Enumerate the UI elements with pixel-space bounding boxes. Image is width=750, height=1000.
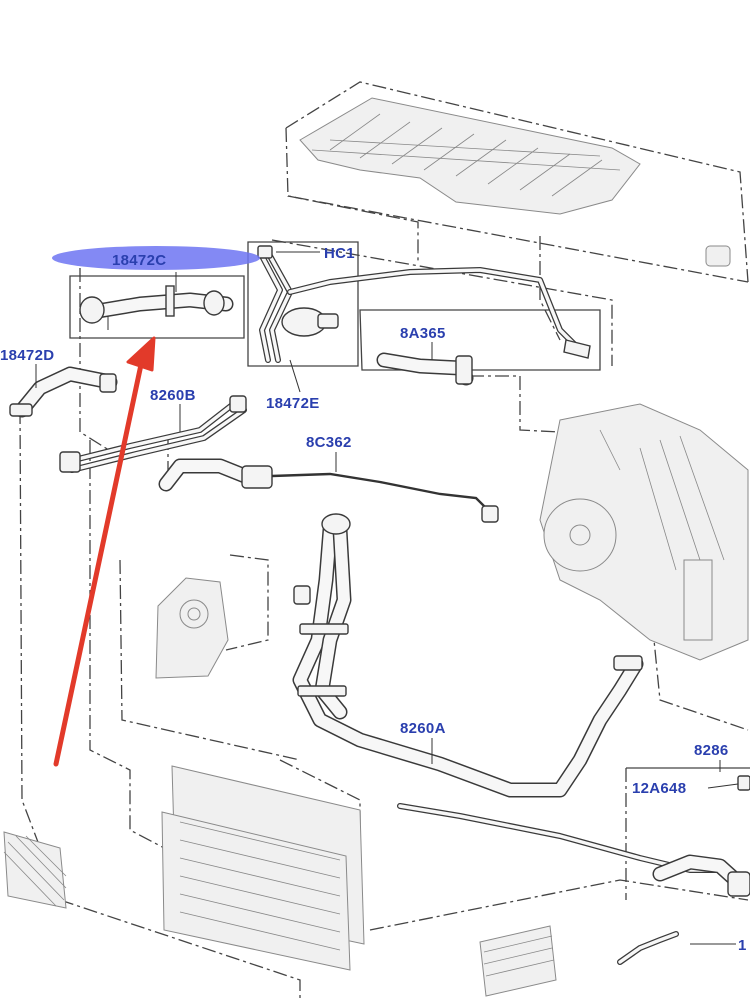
part-18472d (9, 366, 118, 418)
box-8a365 (359, 309, 601, 371)
part-hc1 (257, 245, 591, 363)
hose-18472d-bracket (9, 403, 33, 417)
manifold-body (299, 97, 641, 215)
part-8c362 (158, 458, 499, 523)
outline-intake-drop (287, 195, 419, 262)
trans-cooler-fins (483, 935, 555, 977)
thermostat-housing (155, 577, 229, 679)
return-pipes (397, 775, 750, 965)
outline-8a365-leader (470, 375, 561, 433)
outline-bottom-right (369, 879, 749, 931)
outline-intake-drop-right (539, 236, 561, 341)
radiator-fins (179, 821, 341, 951)
trans-cooler (479, 925, 557, 997)
engine-block (539, 403, 749, 661)
hose-8260a-tee (293, 585, 311, 605)
part-18472c (79, 285, 234, 330)
highlight-18472c (52, 246, 260, 270)
callout-8260b[interactable]: 8260B (150, 387, 196, 404)
leader-lines (35, 251, 739, 945)
manifold-rails (311, 139, 621, 171)
oil-cooler-mesh (3, 835, 67, 907)
box-18472c (69, 275, 245, 339)
callout-labels: 18472C HC1 18472D 8A365 8260B 18472E 8C3… (0, 245, 747, 954)
hose-8260a-clamp-b (297, 685, 347, 697)
hose-8c362-connector (241, 465, 273, 489)
hose-8a365-end (455, 355, 473, 385)
oil-cooler-left (3, 831, 67, 909)
trans-cooler-body (479, 925, 557, 997)
outline-intake-top (285, 81, 749, 283)
arrow-head (126, 336, 156, 372)
pipe-18472e-end (563, 339, 591, 359)
tube-8c362-end (481, 505, 499, 523)
callout-hc1[interactable]: HC1 (324, 245, 355, 262)
engine-ribs (599, 429, 725, 571)
clip-12a648 (737, 775, 750, 791)
callout-8286[interactable]: 8286 (694, 742, 729, 759)
leader-12a648 (707, 783, 739, 789)
outline-left-inner (119, 559, 301, 761)
part-8a365 (376, 352, 474, 386)
clip-upper-right (705, 245, 731, 267)
hose-18472c-end (203, 290, 225, 316)
outline-left-upper (79, 268, 113, 453)
callout-8260a[interactable]: 8260A (400, 720, 446, 737)
heater-valve-port (317, 313, 339, 329)
hose-18472c-valve (79, 296, 105, 324)
part-8260b (59, 395, 247, 473)
outline-thermostat-box (225, 554, 269, 651)
callout-18472c[interactable]: 18472C (112, 252, 166, 269)
outline-bottom-left (59, 899, 301, 1000)
hc1-clip (257, 245, 273, 259)
callout-8a365[interactable]: 8A365 (400, 325, 446, 342)
pipe-8260b-fitting-left (59, 451, 81, 473)
hose-8260a-clamp-c (613, 655, 643, 671)
hose-8260a-clamp-a (299, 623, 349, 635)
callout-18472e[interactable]: 18472E (266, 395, 320, 412)
outline-left-mid (89, 440, 169, 851)
water-pump-hub (569, 524, 591, 546)
part-8260a (292, 513, 644, 798)
radiator (161, 765, 365, 971)
manifold-ribs (329, 113, 603, 197)
outline-box-hc1 (271, 239, 613, 366)
callout-18472d[interactable]: 18472D (0, 347, 54, 364)
leader-18472e (289, 359, 301, 393)
pipe-8260b-fitting-right (229, 395, 247, 413)
callout-8c362[interactable]: 8C362 (306, 434, 352, 451)
callout-1[interactable]: 1 (738, 937, 747, 954)
outline-far-left (19, 409, 61, 901)
hose-18472d-fitting (99, 373, 117, 393)
pipe-return-fitting (727, 871, 750, 897)
intake-manifold (299, 97, 731, 267)
tube-8c362 (271, 472, 491, 513)
engine-housing (683, 559, 713, 641)
box-hc1 (247, 241, 359, 367)
arrow-shaft (53, 357, 145, 767)
red-arrow (53, 336, 156, 767)
callout-12a648[interactable]: 12A648 (632, 780, 686, 797)
hose-8260a-top-end (321, 513, 351, 535)
hose-18472c-clamp (165, 285, 175, 317)
